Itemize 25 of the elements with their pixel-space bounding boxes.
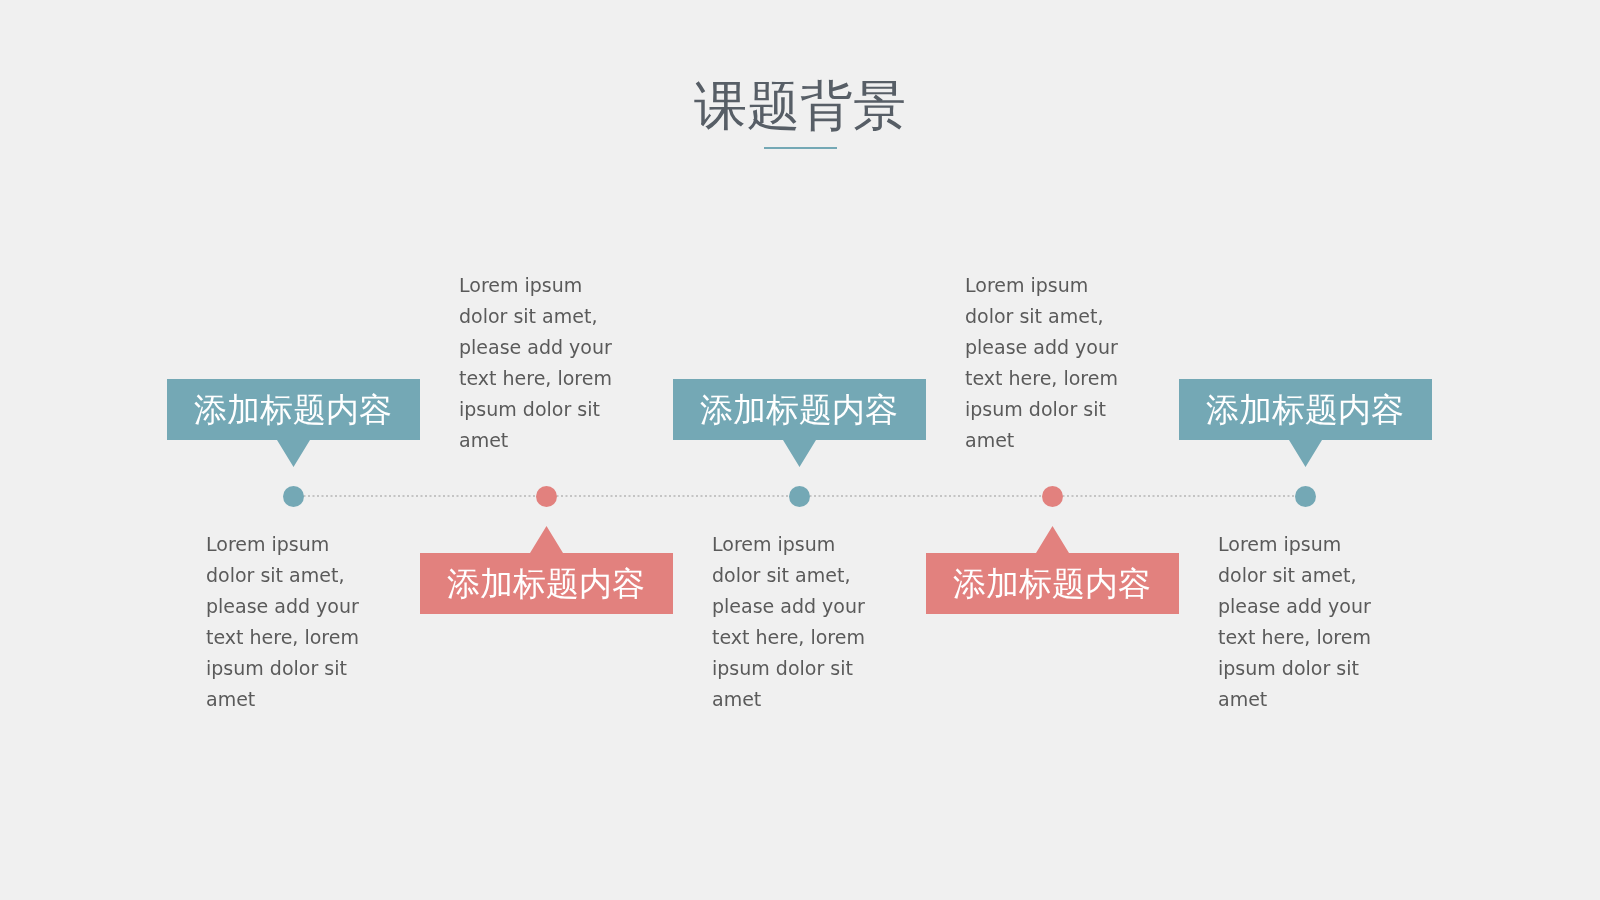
- timeline-dot: [282, 485, 304, 507]
- callout-box: [1178, 379, 1432, 467]
- dotted-line: [1061, 495, 1296, 497]
- callout-box: [925, 526, 1179, 614]
- dotted-line: [808, 495, 1043, 497]
- description-text: Lorem ipsum dolor sit amet, please add your text here, lorem ipsum dolor sit amet: [1218, 531, 1372, 712]
- description-text: Lorem ipsum dolor sit amet, please add your text here, lorem ipsum dolor sit amet: [459, 272, 613, 453]
- timeline-dot: [1294, 485, 1316, 507]
- dotted-line: [555, 495, 790, 497]
- callout-box: [166, 379, 420, 467]
- description-text: Lorem ipsum dolor sit amet, please add your text here, lorem ipsum dolor sit amet: [965, 272, 1119, 453]
- timeline-dot: [535, 485, 557, 507]
- description-text: Lorem ipsum dolor sit amet, please add your text here, lorem ipsum dolor sit amet: [206, 531, 360, 712]
- callout-title: 添加标题内容: [953, 562, 1151, 605]
- callout-box: [419, 526, 673, 614]
- dotted-line: [302, 495, 537, 497]
- callout-title: 添加标题内容: [447, 562, 645, 605]
- callout-title: 添加标题内容: [700, 388, 898, 431]
- title: 课题背景: [694, 74, 906, 138]
- timeline-dot: [1041, 485, 1063, 507]
- description-text: Lorem ipsum dolor sit amet, please add your text here, lorem ipsum dolor sit amet: [712, 531, 866, 712]
- timeline-dot: [788, 485, 810, 507]
- callout-title: 添加标题内容: [1206, 388, 1404, 431]
- callout-title: 添加标题内容: [194, 388, 392, 431]
- callout-box: [672, 379, 926, 467]
